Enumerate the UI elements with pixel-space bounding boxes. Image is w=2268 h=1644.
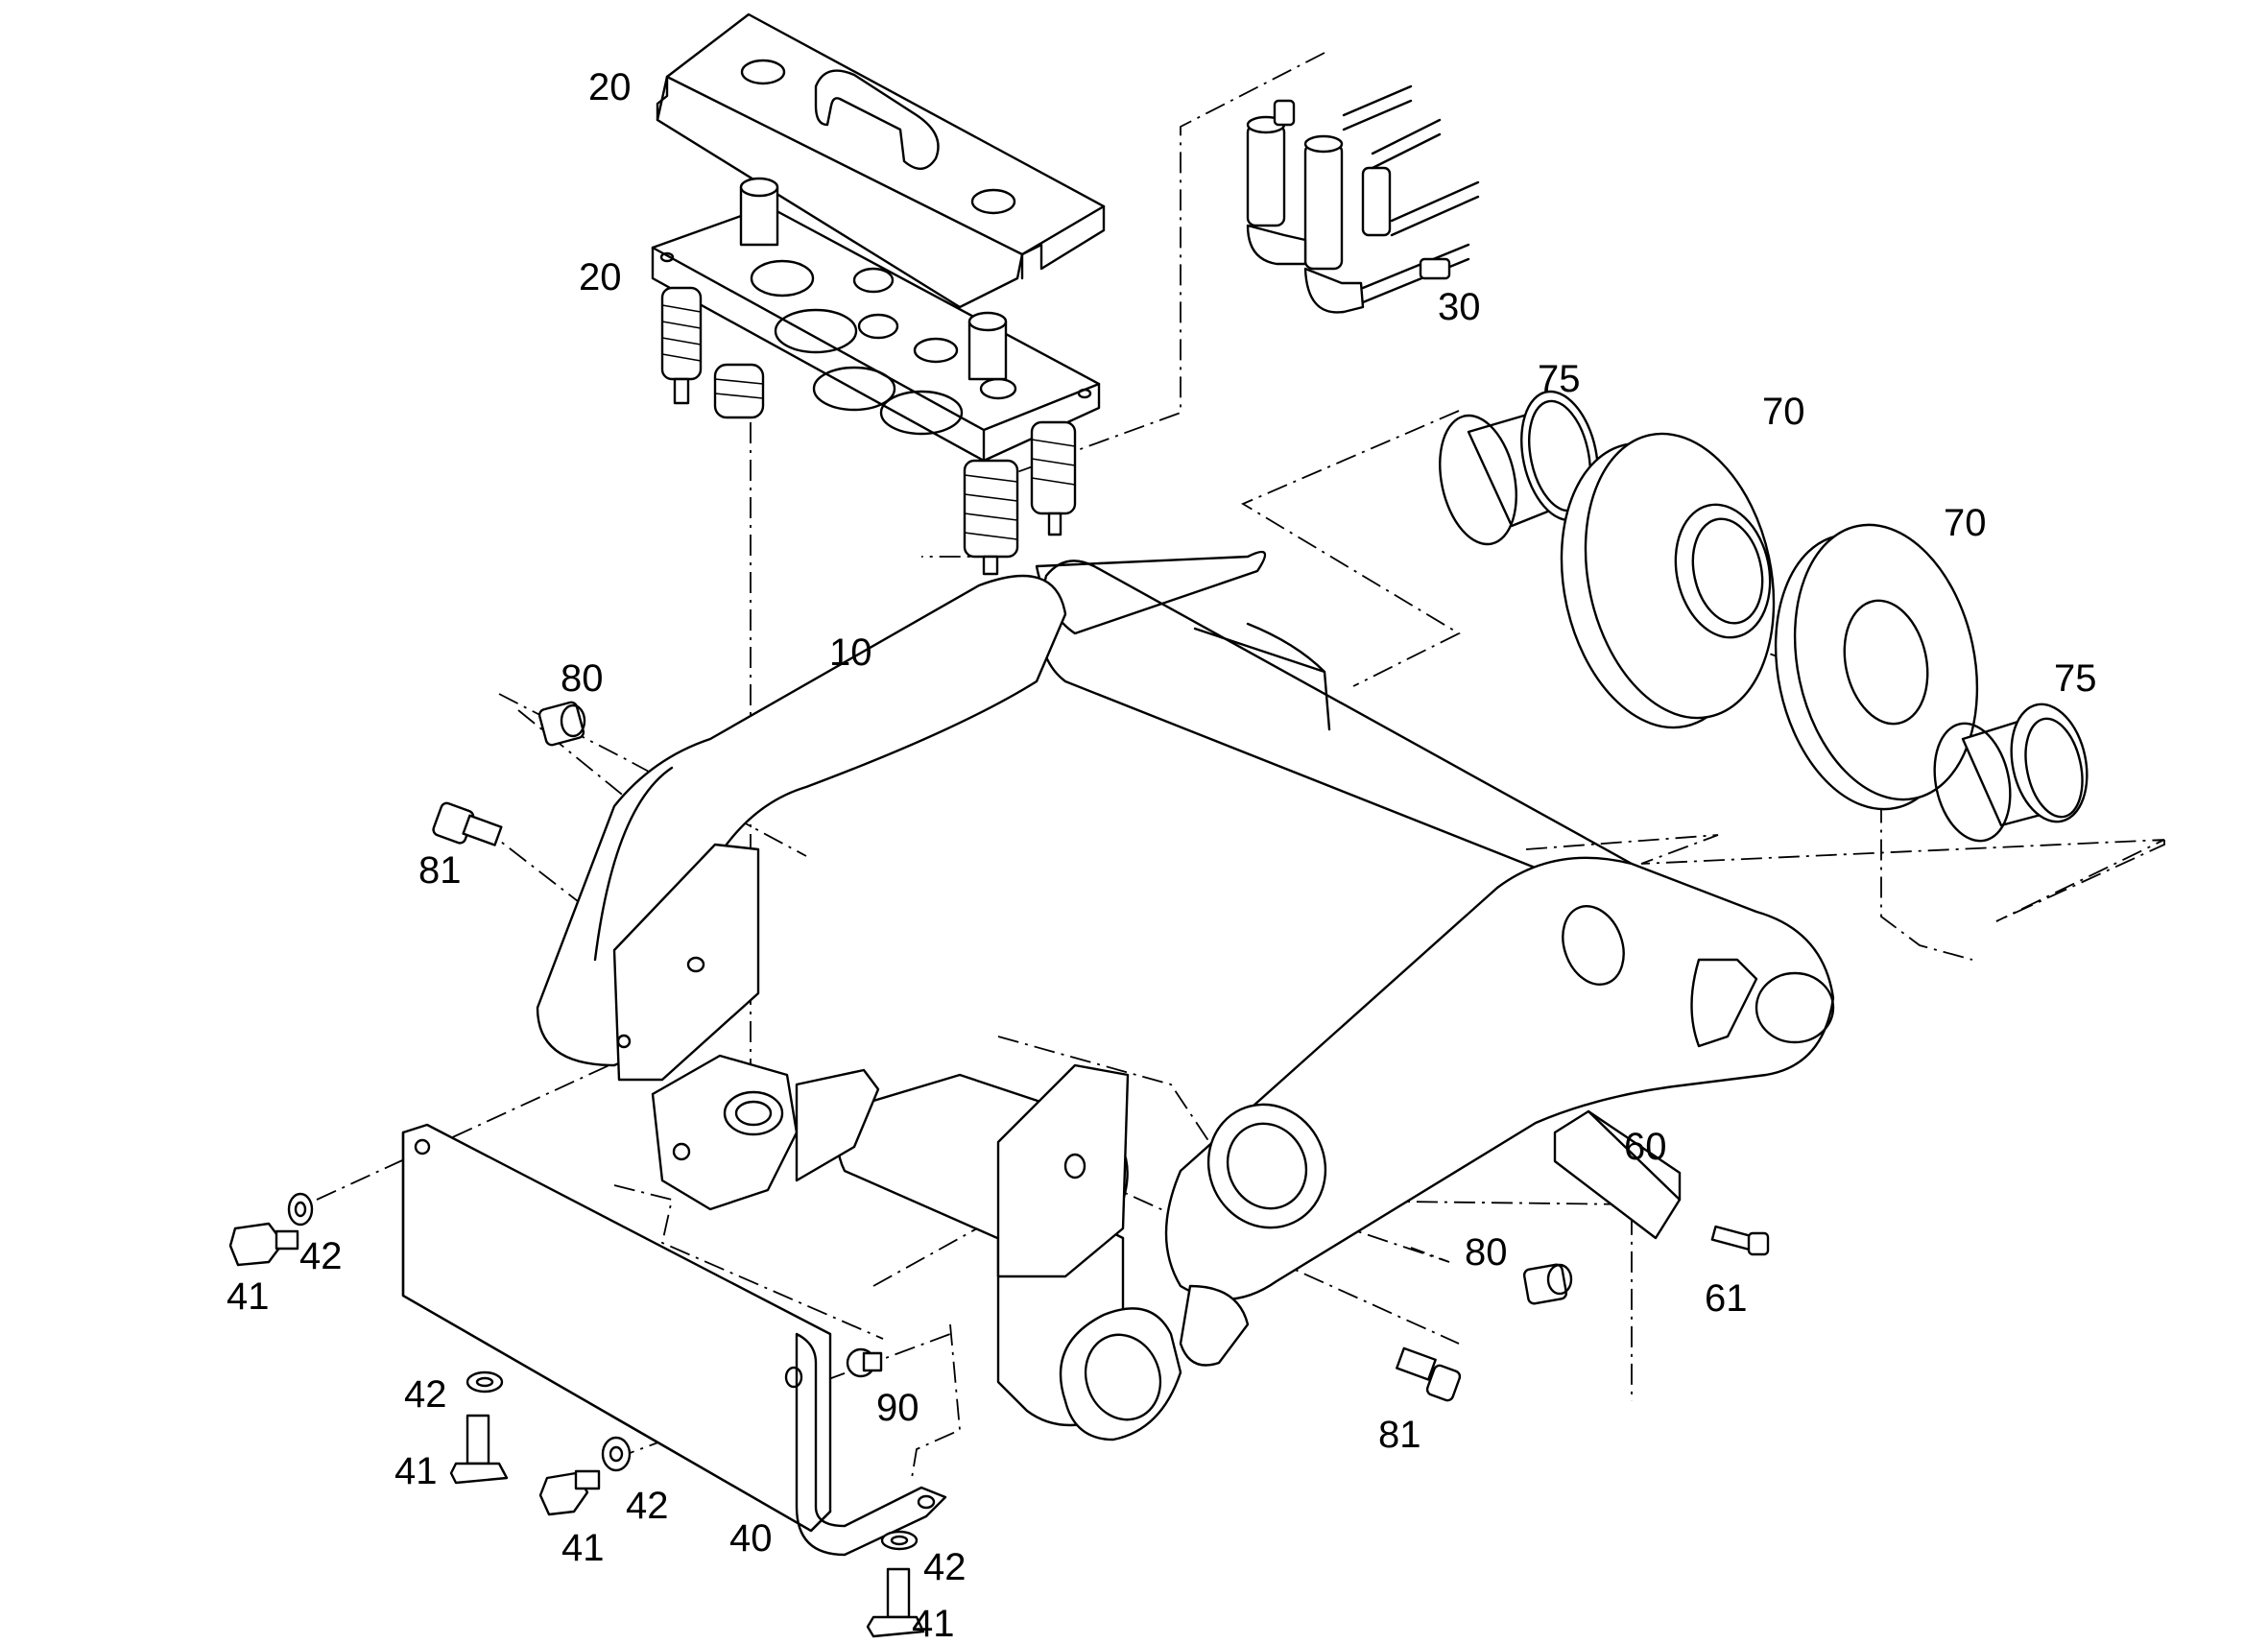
nut-80-upper [537,701,586,747]
callout-label: 90 [876,1387,919,1429]
callout-label: 81 [1378,1414,1421,1456]
callout-labels: 20 20 30 75 70 70 75 10 80 81 60 80 61 8… [227,66,2097,1644]
main-frame [536,550,1835,1441]
top-cover-plate [656,12,1106,309]
washer-42-lower [880,1530,919,1551]
callout-label: 42 [626,1485,669,1527]
callout-label: 30 [1438,286,1481,328]
spring-center [713,363,765,419]
callout-label: 41 [561,1527,605,1569]
callout-label: 81 [418,849,462,892]
block-60 [1553,1109,1682,1240]
nut-80-lower [1522,1263,1573,1305]
bolt-41-center [538,1469,601,1516]
spring-left [660,286,703,405]
callout-label: 70 [1762,391,1805,433]
washer-42-center [601,1436,632,1472]
callout-label: 40 [729,1517,773,1560]
washer-42-mid [466,1370,504,1394]
washer-42-left [287,1192,314,1227]
hydraulic-fittings [1246,84,1480,314]
callout-label: 20 [579,256,622,298]
callout-label: 61 [1705,1277,1748,1320]
wheel-lower [1774,523,1979,811]
screw-61 [1710,1225,1770,1256]
callout-label: 75 [2054,657,2097,700]
callout-label: 42 [923,1546,967,1588]
spring-right [963,420,1077,576]
callout-label: 42 [404,1373,447,1416]
callout-label: 80 [561,657,604,700]
callout-label: 41 [227,1275,270,1318]
bushing-top [1439,390,1599,546]
connector-plate [651,177,1101,576]
bolt-81-lower [1396,1346,1462,1402]
callout-label: 41 [394,1450,438,1492]
wheel-top [1560,432,1776,729]
callout-label: 41 [912,1603,955,1644]
callout-label: 20 [588,66,632,108]
plug-90 [846,1347,883,1378]
bushing-lower [1933,703,2089,843]
bolt-41-mid [449,1414,509,1485]
bolt-41-left [228,1222,299,1267]
callout-label: 75 [1538,358,1581,400]
bolt-81-upper [432,801,503,846]
callout-label: 70 [1944,502,1987,544]
callout-label: 60 [1624,1126,1667,1168]
callout-label: 80 [1465,1231,1508,1274]
callout-label: 42 [299,1235,343,1277]
bolt-41-lower [866,1567,925,1638]
bottom-cover [401,1123,947,1557]
callout-label: 10 [829,631,872,674]
